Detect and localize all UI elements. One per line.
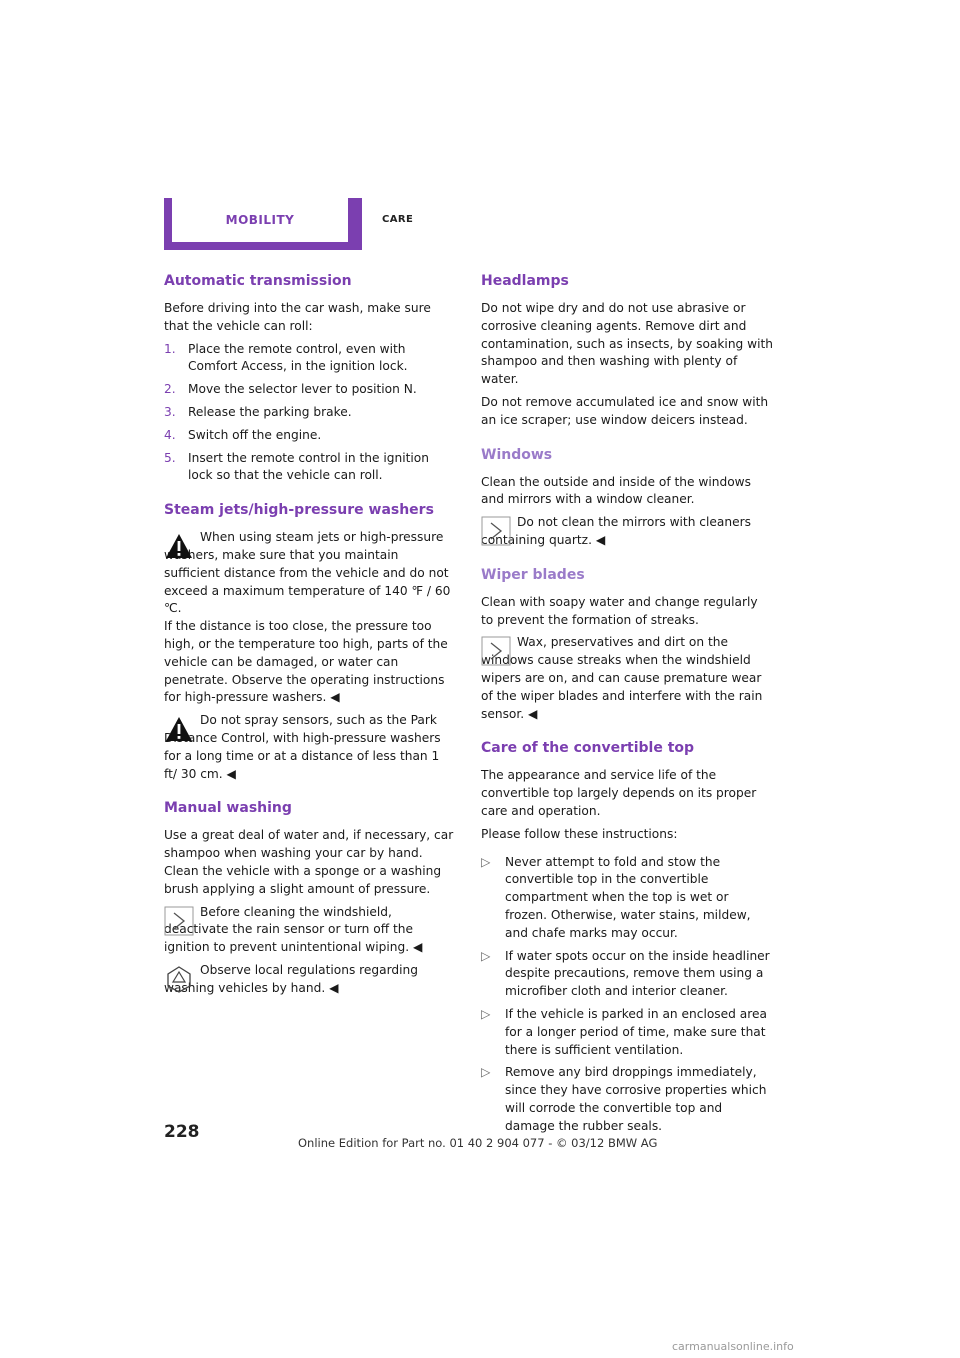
list-item: ▷If water spots occur on the inside head… <box>481 948 770 999</box>
heading-wiper-blades: Wiper blades <box>481 566 585 583</box>
list-item: 1.Place the remote control, even with Co… <box>164 341 408 374</box>
chapter-tab-label: MOBILITY <box>225 213 295 227</box>
headlamps-p2: Do not remove accumulated ice and snow w… <box>481 394 769 427</box>
note-environment: Observe local regulations regarding wash… <box>164 962 418 995</box>
list-item: ▷Never attempt to fold and stow the conv… <box>481 854 751 940</box>
list-item: 4.Switch off the engine. <box>164 427 322 442</box>
heading-headlamps: Headlamps <box>481 273 569 289</box>
left-column: Automatic transmission Before driving in… <box>164 270 456 998</box>
auto-steps: 1.Place the remote control, even with Co… <box>164 341 456 486</box>
heading-windows: Windows <box>481 446 553 463</box>
note-arrow-icon <box>164 906 194 936</box>
page-number: 228 <box>164 1122 200 1142</box>
heading-convertible-top: Care of the convertible top <box>481 740 695 757</box>
top-p2: Please follow these instructions: <box>481 826 678 841</box>
note-arrow-icon <box>481 516 511 546</box>
warning-triangle-icon <box>166 534 192 559</box>
chapter-tab: MOBILITY <box>164 198 362 250</box>
note-windshield: Before cleaning the windshield, deactiva… <box>164 904 423 955</box>
note-wipers: Wax, preservatives and dirt on the windo… <box>481 635 763 721</box>
note-arrow-icon <box>481 636 511 666</box>
edition-note: Online Edition for Part no. 01 40 2 904 … <box>298 1136 658 1150</box>
windows-p1: Clean the outside and inside of the wind… <box>481 474 751 507</box>
auto-intro: Before driving into the car wash, make s… <box>164 301 431 333</box>
wipers-p1: Clean with soapy water and change regula… <box>481 594 758 627</box>
warning-note-sensors: Do not spray sensors, such as the Park D… <box>164 713 441 781</box>
manual-washing-body: Use a great deal of water and, if necess… <box>164 828 454 896</box>
heading-steam-jets: Steam jets/high-pressure washers <box>164 502 434 519</box>
steam-warning-continued: If the distance is too close, the pressu… <box>164 619 448 705</box>
warning-note-steam: When using steam jets or high-pressure w… <box>164 530 451 616</box>
list-item: ▷Remove any bird droppings immediately, … <box>481 1065 767 1133</box>
top-instructions: ▷Never attempt to fold and stow the conv… <box>481 854 773 1136</box>
list-item: 2.Move the selector lever to position N. <box>164 382 417 397</box>
top-p1: The appearance and service life of the c… <box>481 768 757 818</box>
list-item: 5.Insert the remote control in the ignit… <box>164 450 429 483</box>
list-item: 3.Release the parking brake. <box>164 404 352 419</box>
right-column: Headlamps Do not wipe dry and do not use… <box>481 270 773 1135</box>
watermark: carmanualsonline.info <box>672 1340 794 1353</box>
headlamps-p1: Do not wipe dry and do not use abrasive … <box>481 301 774 387</box>
warning-triangle-icon <box>166 717 192 742</box>
heading-automatic-transmission: Automatic transmission <box>164 273 352 289</box>
section-label: CARE <box>382 214 414 225</box>
recycle-icon <box>167 966 191 993</box>
list-item: ▷If the vehicle is parked in an enclosed… <box>481 1006 767 1057</box>
note-mirrors: Do not clean the mirrors with cleaners c… <box>481 515 751 547</box>
heading-manual-washing: Manual washing <box>164 800 292 817</box>
